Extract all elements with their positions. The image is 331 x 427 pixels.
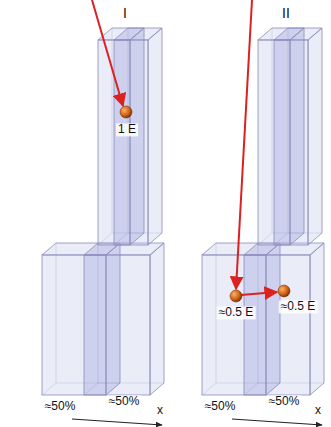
value-label: x <box>155 404 165 417</box>
front-face <box>274 40 290 245</box>
panel-label: I <box>121 6 129 21</box>
energy-sphere <box>230 290 242 302</box>
axis-arrow <box>232 419 322 425</box>
value-label: ≈0.5 E <box>279 300 318 313</box>
front-face <box>244 255 266 395</box>
side-face <box>290 28 304 245</box>
particle-track <box>236 0 252 289</box>
front-face <box>202 255 310 395</box>
side-face <box>266 243 280 395</box>
side-face <box>310 243 324 395</box>
value-label: x <box>313 404 323 417</box>
front-face <box>42 255 150 395</box>
axis-arrow <box>72 419 162 425</box>
value-label: 1 E <box>116 123 138 136</box>
particle-track <box>92 0 123 106</box>
upper-column <box>258 28 322 245</box>
side-face <box>308 28 322 245</box>
side-face <box>106 243 120 395</box>
column-strip <box>114 28 144 245</box>
value-label: ≈0.5 E <box>217 306 256 319</box>
energy-sphere <box>278 285 290 297</box>
lower-block <box>42 243 164 395</box>
lower-block <box>202 243 324 395</box>
upper-column <box>98 28 162 245</box>
front-face <box>114 40 130 245</box>
value-label: ≈50% <box>107 395 142 408</box>
middle-slab <box>84 243 120 395</box>
side-face <box>148 28 162 245</box>
value-label: ≈50% <box>267 395 302 408</box>
panel-label: II <box>280 6 292 21</box>
side-face <box>150 243 164 395</box>
value-label: ≈50% <box>43 400 78 413</box>
column-strip <box>274 28 304 245</box>
front-face <box>84 255 106 395</box>
particle-track <box>241 292 277 295</box>
energy-sphere <box>120 106 132 118</box>
value-label: ≈50% <box>203 400 238 413</box>
